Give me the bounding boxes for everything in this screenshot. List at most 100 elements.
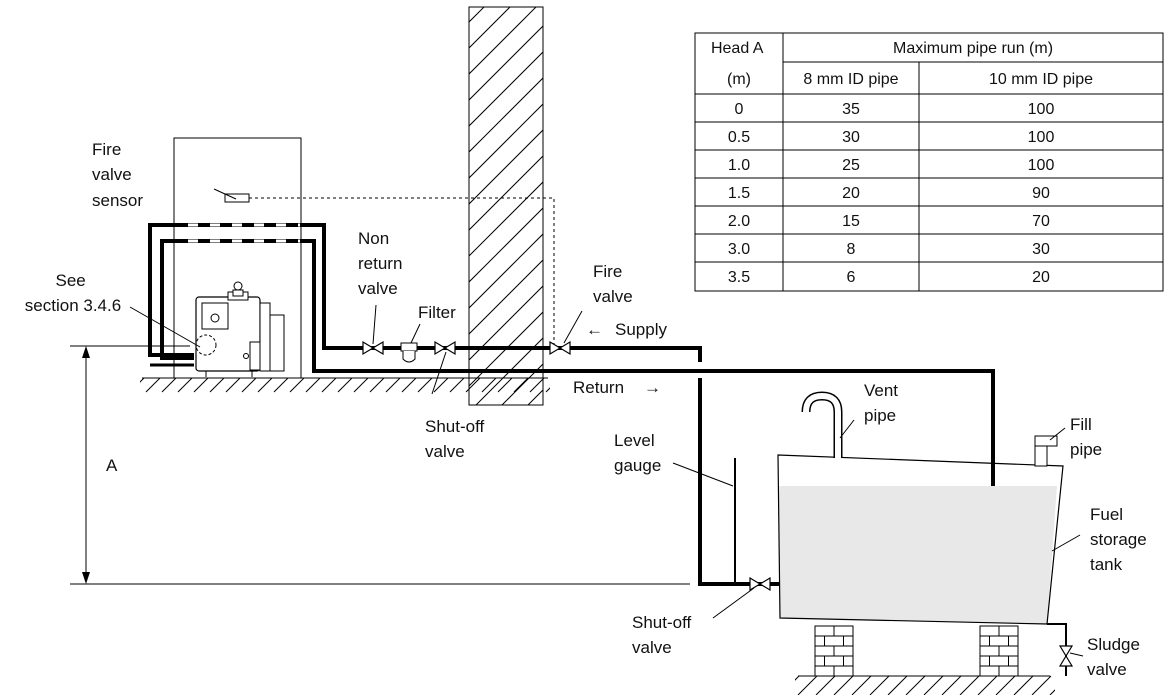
non-return-valve <box>362 340 384 356</box>
hatch-line <box>417 378 433 393</box>
brick <box>979 645 1000 657</box>
table-cell: 100 <box>1028 129 1055 146</box>
brick <box>979 635 990 647</box>
label-head-a: A <box>106 456 118 475</box>
label-filter: Filter <box>418 303 456 322</box>
brick <box>814 625 835 637</box>
head-dimension <box>70 345 690 585</box>
label-fire-valve: Fire valve <box>593 262 633 306</box>
table-cell: 15 <box>842 213 860 230</box>
brick <box>989 655 1009 667</box>
hatch-line <box>1013 675 1034 695</box>
label-shutoff-valve: Shut-off valve <box>425 417 489 461</box>
hatch-line <box>469 155 543 231</box>
label-supply-arrow: ← <box>586 320 603 339</box>
table-cell: 3.5 <box>728 269 750 286</box>
hatch-line <box>177 378 193 393</box>
table-cell: 0 <box>735 101 744 118</box>
brick <box>814 655 825 667</box>
brick <box>998 665 1019 677</box>
table-cell: 30 <box>842 129 860 146</box>
table-cell: 20 <box>1032 269 1050 286</box>
fuel-storage-tank <box>777 454 1064 625</box>
hatch-line <box>469 25 543 101</box>
table-cell: 100 <box>1028 101 1055 118</box>
hatch-line <box>995 675 1016 695</box>
label-level-gauge: Level gauge <box>614 431 661 475</box>
shutoff-valve <box>434 340 456 356</box>
table-cell: 100 <box>1028 157 1055 174</box>
brick <box>1008 655 1019 667</box>
hatch-line <box>481 378 497 393</box>
table-cell: 70 <box>1032 213 1050 230</box>
table-header-group: Maximum pipe run (m) <box>893 40 1053 57</box>
label-non-return-valve: Non return valve <box>358 229 407 298</box>
brick <box>814 635 825 647</box>
hatch-line <box>529 378 545 393</box>
brick <box>833 645 854 657</box>
pipe-run-table: Head A (m) Maximum pipe run (m) 8 mm ID … <box>694 32 1164 292</box>
hatch-line <box>887 675 908 695</box>
vent-pipe <box>801 391 843 458</box>
brick <box>824 655 844 667</box>
hatch-line <box>545 387 550 393</box>
hatch-line <box>449 378 465 393</box>
label-vent-pipe: Vent pipe <box>864 381 903 425</box>
hatch-line <box>469 311 543 387</box>
sludge-valve <box>1058 645 1074 667</box>
label-supply: Supply <box>615 320 667 339</box>
hatch-line <box>469 7 485 23</box>
hatch-line <box>369 378 385 393</box>
brick <box>824 635 844 647</box>
burner <box>195 281 285 377</box>
boiler-housing <box>173 137 302 379</box>
hatch-line <box>513 378 529 393</box>
tank-ground <box>795 675 1055 695</box>
tank-supply-line <box>698 378 780 586</box>
table-subheader-10mm: 10 mm ID pipe <box>989 71 1093 88</box>
label-return: Return <box>573 378 624 397</box>
brick <box>998 625 1019 637</box>
hatch-line <box>140 378 145 383</box>
hatch-line <box>815 675 836 695</box>
hatch-line <box>797 675 818 695</box>
supply-pipe <box>148 223 702 362</box>
fire-valve-capillary <box>249 197 555 348</box>
hatch-line <box>977 675 998 695</box>
hatch-line <box>497 378 513 393</box>
hatch-line <box>193 378 209 393</box>
hatch-line <box>465 378 481 393</box>
hatch-line <box>273 378 289 393</box>
fill-pipe <box>1034 435 1058 467</box>
brick <box>833 665 854 677</box>
table-cell: 3.0 <box>728 241 750 258</box>
hatch-line <box>941 675 962 695</box>
table-cell: 35 <box>842 101 860 118</box>
hatch-line <box>469 285 543 361</box>
hatch-line <box>469 51 543 127</box>
hatch-line <box>469 181 543 257</box>
table-cell: 2.0 <box>728 213 750 230</box>
table-cell: 1.0 <box>728 157 750 174</box>
label-tank-shutoff-valve: Shut-off valve <box>632 613 696 657</box>
table-subheader-8mm: 8 mm ID pipe <box>803 71 898 88</box>
hatch-line <box>905 675 926 695</box>
hatch-line <box>1031 675 1052 695</box>
brick <box>1008 635 1019 647</box>
hatch-line <box>469 129 543 205</box>
table-cell: 8 <box>847 241 856 258</box>
hatch-line <box>225 378 241 393</box>
table-cell: 25 <box>842 157 860 174</box>
label-fire-valve-sensor: Fire valve sensor <box>92 140 143 210</box>
hatch-line <box>923 675 944 695</box>
hatch-line <box>257 378 273 393</box>
hatch-line <box>353 378 369 393</box>
brick <box>843 635 854 647</box>
hatch-line <box>145 378 161 393</box>
brick-pier-left <box>814 625 854 677</box>
brick <box>979 655 990 667</box>
brick <box>979 625 1000 637</box>
hatch-line <box>289 378 305 393</box>
